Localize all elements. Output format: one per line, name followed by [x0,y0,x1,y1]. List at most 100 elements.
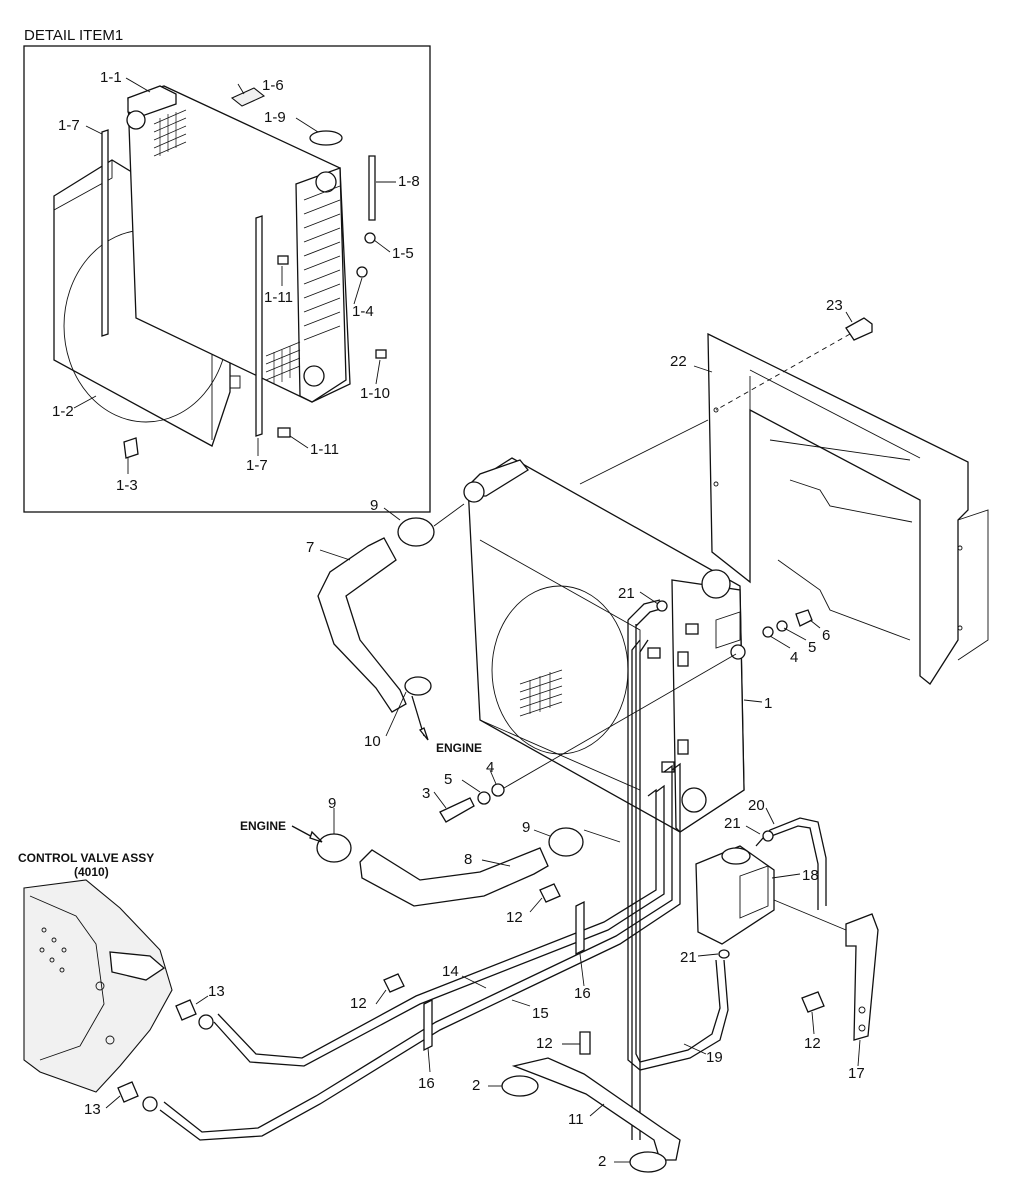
label-13-upper: 13 [208,983,225,1000]
bolt-12-upper [539,883,561,903]
label-1-5: 1-5 [392,245,414,262]
engine-arrow-lower-head [309,830,323,843]
detail-title: DETAIL ITEM1 [24,27,123,44]
oil-pipe-15 [159,762,681,1141]
bolt-12-bracket [801,991,825,1013]
clip-16-right [575,900,585,956]
main-leaders [105,311,861,1163]
hose-19 [627,620,729,1071]
engine-arrow-upper-head [418,727,429,741]
label-15: 15 [532,1005,549,1022]
clamp-21-tank [762,830,774,842]
label-12-mid: 12 [350,995,367,1012]
mount-2-upper [501,1075,539,1097]
detail-seal-strip-left [101,129,109,337]
clamp-9-lower-left [316,833,352,863]
label-12-lower: 12 [536,1035,553,1052]
label-12-upper: 12 [506,909,523,926]
detail-plug-1-4 [356,266,368,278]
control-valve-label: CONTROL VALVE ASSY [18,851,154,865]
label-2-lower: 2 [598,1153,606,1170]
label-6: 6 [822,627,830,644]
label-2-upper: 2 [472,1077,480,1094]
tank-bracket-line [773,899,847,931]
detail-fitting-1-11b [277,427,291,438]
washer-4-upper [762,626,774,638]
label-4-left: 4 [486,759,494,776]
label-3: 3 [422,785,430,802]
washer-5-upper [776,620,788,632]
label-16-right: 16 [574,985,591,1002]
bolt-12-lower [579,1031,591,1055]
label-1-6: 1-6 [262,77,284,94]
label-1-2: 1-2 [52,403,74,420]
label-1-10: 1-10 [360,385,390,402]
washer-5-lower [477,791,491,805]
label-1-1: 1-1 [100,69,122,86]
label-23: 23 [826,297,843,314]
detail-fitting-1-11a [277,255,289,265]
radiator-drain-pipe [631,639,649,1140]
clamp-9-right-line [583,829,621,843]
upper-hose-7 [317,537,407,713]
bolt-23 [845,317,873,341]
detail-bolt-1-3 [123,437,139,459]
label-5-right: 5 [808,639,816,656]
label-8: 8 [464,851,472,868]
label-21-tank: 21 [724,815,741,832]
bracket-17 [845,913,879,1041]
washer-4-lower [491,783,505,797]
label-19: 19 [706,1049,723,1066]
label-16-left: 16 [418,1075,435,1092]
detail-label-plate [230,87,266,107]
bolt-12-mid [383,973,405,993]
label-20: 20 [748,797,765,814]
engine-label-upper: ENGINE [436,741,482,755]
clip-16-left [423,998,433,1052]
label-21-bottom: 21 [680,949,697,966]
fitting-lower [142,1096,158,1112]
label-4-right: 4 [790,649,798,666]
bolt-3-axis [503,653,737,789]
detail-radiator-core [126,85,351,403]
engine-label-lower: ENGINE [240,819,286,833]
label-7: 7 [306,539,314,556]
clamp-9-lower-right [548,827,584,857]
shroud-mount-line [579,419,709,485]
label-9-upper: 9 [370,497,378,514]
detail-overflow-tube [368,155,376,221]
label-1-8: 1-8 [398,173,420,190]
detail-frame [23,45,431,513]
control-valve-assy [23,879,173,1093]
label-1: 1 [764,695,772,712]
clamp-9-upper-line [433,503,465,527]
nut-6 [795,609,813,627]
label-1-7-bottom: 1-7 [246,457,268,474]
label-22: 22 [670,353,687,370]
clamp-10 [404,676,432,696]
label-12-bracket: 12 [804,1035,821,1052]
bracket-11 [511,1057,681,1161]
label-17: 17 [848,1065,865,1082]
connector-13-upper [175,999,197,1021]
label-10: 10 [364,733,381,750]
label-1-3: 1-3 [116,477,138,494]
detail-plug-1-5 [364,232,376,244]
label-1-9: 1-9 [264,109,286,126]
label-18: 18 [802,867,819,884]
detail-radiator-cap [309,130,343,146]
control-valve-ref: (4010) [74,865,109,879]
lower-hose-8 [359,847,549,907]
label-1-11-bottom: 1-11 [310,441,339,458]
mount-2-lower [629,1151,667,1173]
label-11: 11 [568,1111,584,1128]
detail-cock-1-10 [375,349,387,359]
label-1-4: 1-4 [352,303,374,320]
label-5-left: 5 [444,771,452,788]
bolt-3 [439,797,475,823]
label-9-lower-right: 9 [522,819,530,836]
label-1-7-top: 1-7 [58,117,80,134]
label-14: 14 [442,963,459,980]
fitting-upper [198,1014,214,1030]
detail-item1-panel: DETAIL ITEM1 [23,27,431,513]
